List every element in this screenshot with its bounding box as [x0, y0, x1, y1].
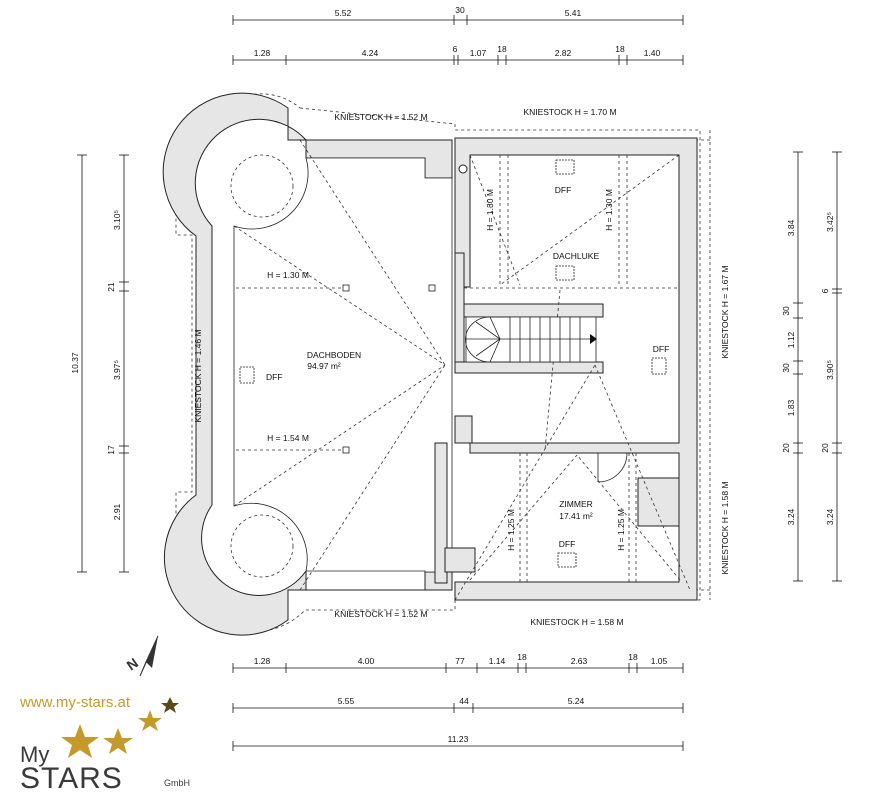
dim-top2-18b: 18 [615, 44, 625, 54]
kniestock-bottom-right-label: KNIESTOCK H = 1.58 M [530, 617, 623, 627]
dachluke-label: DACHLUKE [553, 251, 600, 261]
kniestock-right-upper-label: KNIESTOCK H = 1.67 M [720, 265, 730, 358]
north-arrow-icon: N [124, 635, 159, 677]
dim-left-310: 3.10⁵ [112, 210, 122, 230]
company-logo: www.my-stars.at My STARS GmbH [19, 694, 190, 793]
dim-right-6: 6 [820, 288, 830, 293]
logo-star-2-icon [103, 728, 133, 754]
dff-label-left: DFF [266, 372, 283, 382]
dim-right-30a: 30 [781, 306, 791, 316]
kniestock-top-left-label: KNIESTOCK H = 1.52 M [334, 112, 427, 122]
height-label-130-v2: H = 1.30 M [604, 189, 614, 231]
dim-right-324a: 3.24 [786, 508, 796, 525]
height-label-154: H = 1.54 M [267, 433, 309, 443]
dim-top2-128: 1.28 [254, 48, 271, 58]
logo-my: My [20, 742, 49, 767]
dim-bot-128: 1.28 [254, 656, 271, 666]
dim-top2-18a: 18 [497, 44, 507, 54]
dim-bot-400: 4.00 [358, 656, 375, 666]
dim-left-397: 3.97⁵ [112, 360, 122, 380]
left-dimension-parts: 3.10⁵ 21 3.97⁵ 17 2.91 [106, 154, 129, 573]
right-block-wall [454, 137, 698, 601]
kniestock-left-label: KNIESTOCK H = 1.46 M [193, 329, 203, 422]
dim-left-291: 2.91 [112, 503, 122, 520]
dim-left-17: 17 [106, 445, 116, 455]
dim-bot-263: 2.63 [571, 656, 588, 666]
dim-left-21: 21 [106, 282, 116, 292]
dim-bot-18a: 18 [517, 652, 527, 662]
dff-label-bottom: DFF [559, 539, 576, 549]
dff-label-top: DFF [555, 185, 572, 195]
bottom-dimension-row-1: 1.28 4.00 77 1.14 18 2.63 18 1.05 [232, 652, 684, 673]
staircase [465, 316, 597, 363]
logo-star-small-icon [161, 697, 179, 713]
logo-star-1-icon [61, 724, 99, 758]
height-label-125-v1: H = 1.25 M [506, 509, 516, 551]
dim-right-30b: 30 [781, 363, 791, 373]
north-letter: N [124, 655, 141, 674]
dim-bot-18b: 18 [628, 652, 638, 662]
dim-top2-107: 1.07 [470, 48, 487, 58]
dim-right-390: 3.90⁵ [825, 360, 835, 380]
dim-right-20b: 20 [820, 443, 830, 453]
dim-top2-424: 4.24 [362, 48, 379, 58]
right-dimension-outer: 3.42⁵ 6 3.90⁵ 20 3.24 [820, 151, 842, 582]
dim-right-112: 1.12 [786, 331, 796, 348]
dim-right-183: 1.83 [786, 399, 796, 416]
skylight-symbols [239, 159, 667, 568]
logo-star-3-icon [138, 710, 162, 731]
room-zimmer-name: ZIMMER [559, 499, 593, 509]
dff-label-right: DFF [653, 344, 670, 354]
door-zimmer [597, 452, 628, 483]
tower-circle-top [230, 154, 294, 218]
kniestock-bottom-left-label: KNIESTOCK H = 1.52 M [334, 609, 427, 619]
logo-gmbh: GmbH [164, 778, 190, 788]
top-dimension-row-1: 5.52 30 5.41 [232, 5, 684, 25]
dim-bot-105: 1.05 [651, 656, 668, 666]
stair-arrow-icon [590, 334, 597, 344]
dim-top-552: 5.52 [335, 8, 352, 18]
dim-top2-140: 1.40 [644, 48, 661, 58]
height-markers [236, 155, 679, 582]
height-label-130-a: H = 1.30 M [267, 270, 309, 280]
tower-circle-bottom [230, 514, 294, 578]
dim-right-384: 3.84 [786, 219, 796, 236]
dim-bot-1123: 11.23 [448, 734, 469, 744]
dim-left-1037: 10.37 [70, 352, 80, 374]
dim-top2-6: 6 [453, 44, 458, 54]
logo-stars: STARS [20, 762, 123, 793]
dim-bot-77: 77 [455, 656, 465, 666]
dim-bot2-524: 5.24 [568, 696, 585, 706]
height-label-130-v1: H = 1.30 M [485, 189, 495, 231]
bottom-dimension-total: 11.23 [232, 734, 684, 751]
right-dimension-inner: 3.84 30 1.12 30 1.83 20 3.24 [781, 151, 803, 582]
left-dimension-total: 10.37 [70, 154, 87, 573]
dim-bot-114: 1.14 [489, 656, 506, 666]
kniestock-top-right-label: KNIESTOCK H = 1.70 M [523, 107, 616, 117]
dim-top2-282: 2.82 [555, 48, 572, 58]
walls [162, 92, 698, 636]
dim-right-20a: 20 [781, 443, 791, 453]
room-dachboden-area: 94.97 m² [307, 361, 341, 371]
top-dimension-row-2: 1.28 4.24 6 1.07 18 2.82 18 1.40 [232, 44, 684, 65]
dim-bot2-555: 5.55 [338, 696, 355, 706]
dim-top-541: 5.41 [565, 8, 582, 18]
height-label-125-v2: H = 1.25 M [616, 509, 626, 551]
dim-right-342: 3.42⁵ [825, 212, 835, 232]
room-zimmer-area: 17.41 m² [559, 511, 593, 521]
dim-right-324b: 3.24 [825, 508, 835, 525]
logo-url: www.my-stars.at [19, 694, 131, 711]
bottom-dimension-row-2: 5.55 44 5.24 [232, 696, 684, 713]
kniestock-right-lower-label: KNIESTOCK H = 1.58 M [720, 481, 730, 574]
dim-top-30: 30 [455, 5, 465, 15]
room-dachboden-name: DACHBODEN [307, 350, 361, 360]
roof-lines [233, 139, 691, 601]
dim-bot2-44: 44 [459, 696, 469, 706]
